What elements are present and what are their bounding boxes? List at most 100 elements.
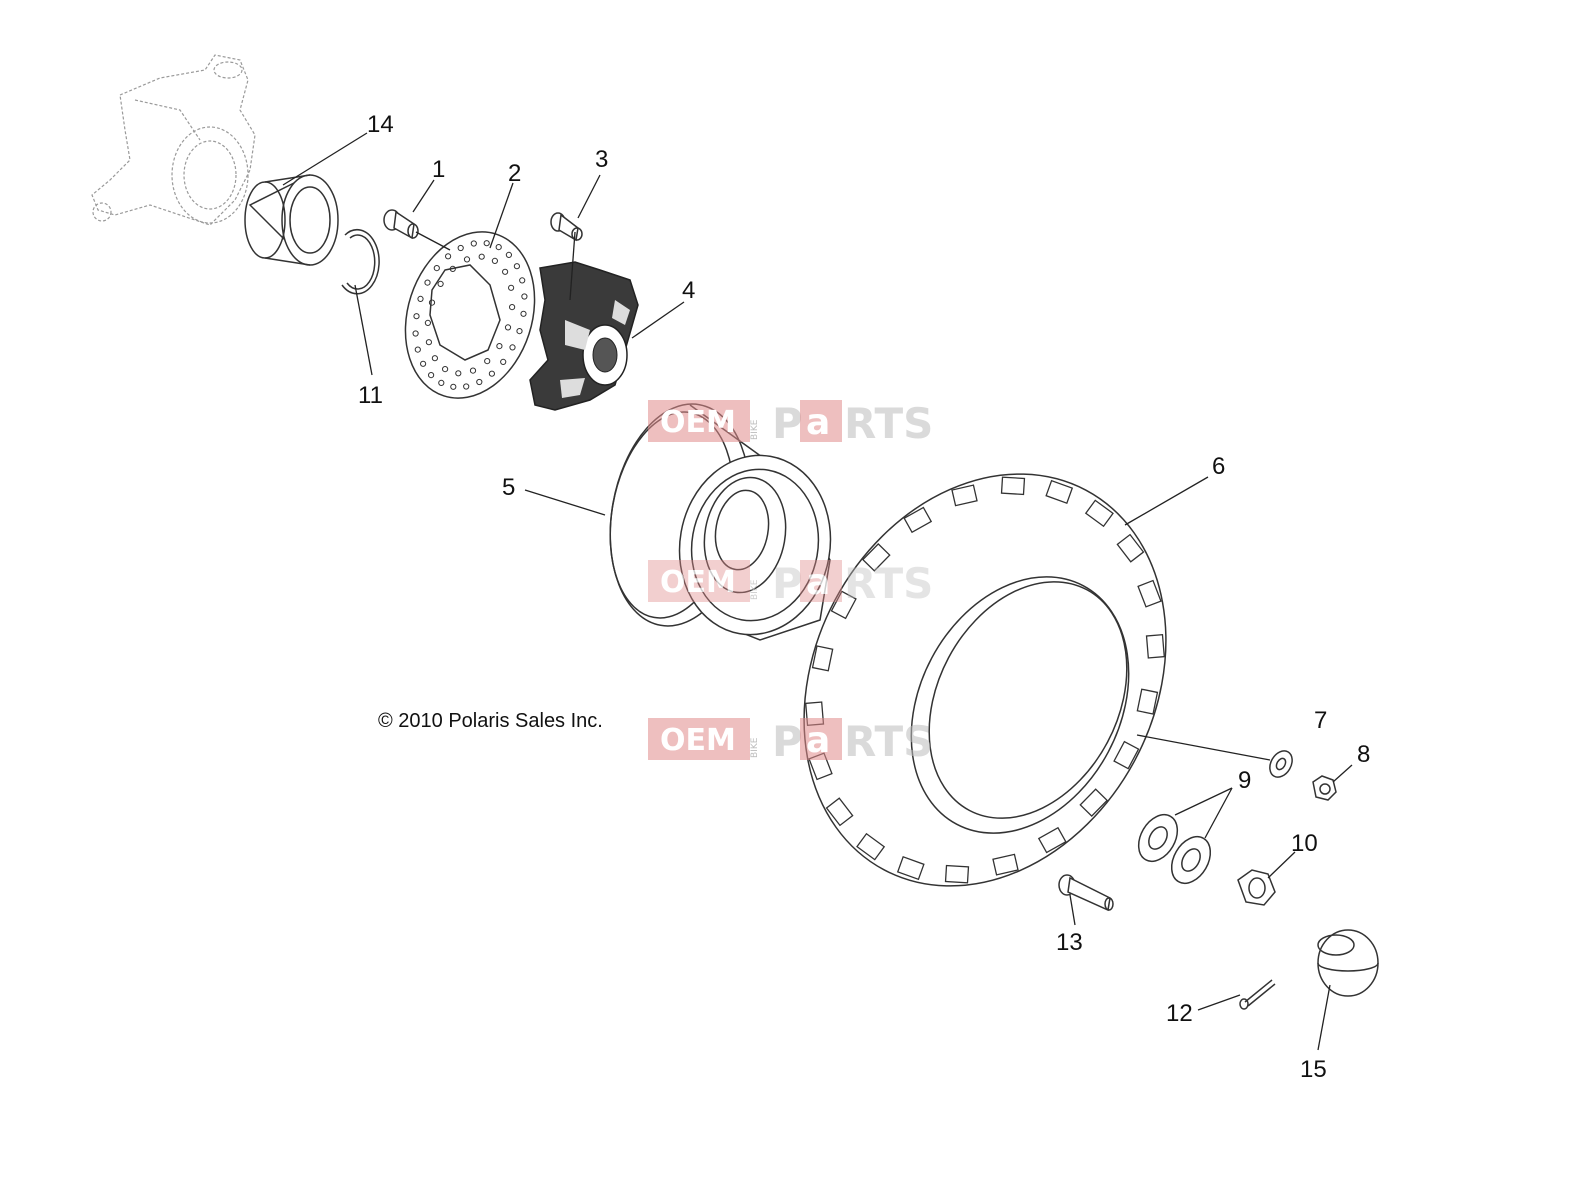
disc-hole: [519, 277, 526, 284]
tread-block: [830, 590, 857, 620]
callout-7: 7: [1314, 707, 1327, 734]
tread-block: [1079, 788, 1109, 817]
callout-4: 4: [682, 277, 695, 304]
disc-hole: [413, 313, 420, 320]
watermark-a-text: a: [806, 402, 830, 443]
disc-hole: [484, 358, 491, 365]
disc-hole: [520, 310, 527, 317]
wheel-bearing: [244, 174, 339, 266]
disc-hole: [476, 378, 483, 386]
watermark-bike-text: BIKE: [750, 737, 760, 758]
cotter-pin: [1239, 979, 1276, 1010]
callout-10: 10: [1291, 830, 1318, 857]
callout-11: 11: [358, 382, 383, 409]
watermark-2: OEM BIKE P a RTS: [648, 559, 933, 608]
disc-hole: [424, 319, 431, 326]
disc-hole: [457, 244, 464, 252]
callout-3: 3: [595, 146, 608, 173]
disc-hole: [437, 280, 444, 287]
tread-block: [861, 543, 891, 572]
brake-disc-holes: [412, 240, 528, 390]
watermark-oem-text: OEM: [660, 723, 736, 758]
disc-hole: [496, 343, 503, 350]
disc-hole: [424, 279, 431, 286]
tread-block: [811, 645, 834, 672]
watermark-p-text: P: [772, 559, 803, 608]
disc-hole: [463, 256, 471, 263]
watermark-rts-text: RTS: [844, 399, 933, 448]
leader-lines: [282, 132, 1353, 1051]
hub-bolt: [550, 212, 583, 242]
disc-hole: [417, 295, 424, 302]
tread-block: [951, 484, 978, 507]
watermark-bike-text: BIKE: [750, 419, 760, 440]
callout-14: 14: [367, 111, 394, 138]
tread-block: [1137, 579, 1162, 608]
disc-hole: [442, 366, 449, 373]
callout-12: 12: [1166, 1000, 1193, 1027]
watermark-3: OEM BIKE P a RTS: [648, 717, 933, 766]
disc-hole: [420, 360, 427, 367]
callout-1: 1: [432, 156, 445, 183]
disc-hole: [521, 293, 528, 300]
copyright-text: © 2010 Polaris Sales Inc.: [378, 710, 603, 732]
disc-hole: [438, 379, 445, 386]
callout-5: 5: [502, 474, 515, 501]
disc-hole: [495, 244, 502, 251]
disc-hole: [449, 265, 456, 272]
disc-hole: [508, 284, 515, 291]
watermark-a-text: a: [806, 562, 830, 603]
tire-tread-blocks: [805, 476, 1165, 884]
tread-block: [1145, 633, 1165, 659]
disc-hole: [450, 383, 457, 390]
disc-hole: [516, 328, 523, 335]
tread-block: [1116, 533, 1145, 563]
wheel-hub: [529, 261, 639, 411]
spindle-washers: [1137, 813, 1212, 885]
disc-hole: [428, 372, 435, 379]
tread-block: [1113, 740, 1140, 770]
callout-15: 15: [1300, 1056, 1327, 1083]
wheel-rim: [609, 403, 832, 641]
steering-knuckle: [91, 54, 256, 226]
disc-hole: [433, 265, 440, 272]
callout-13: 13: [1056, 929, 1083, 956]
tread-block: [1037, 826, 1067, 854]
hub-cap: [1317, 929, 1379, 997]
tread-block: [944, 864, 970, 884]
callout-labels: 14 1 2 3 4 5 6 7 8 9 10 11 12 13 15: [358, 111, 1370, 1083]
washer: [1269, 750, 1293, 778]
disc-hole: [445, 253, 452, 260]
tread-block: [1136, 688, 1159, 715]
watermark-oem-text: OEM: [660, 405, 736, 440]
disc-hole: [478, 253, 485, 260]
watermark-a-text: a: [806, 720, 830, 761]
tread-block: [896, 856, 925, 881]
disc-hole: [412, 330, 419, 337]
disc-hole: [500, 358, 507, 365]
callout-2: 2: [508, 160, 521, 187]
brake-disc: [404, 231, 536, 399]
tread-block: [903, 506, 933, 534]
disc-hole: [469, 367, 477, 374]
disc-hole: [508, 304, 516, 311]
disc-hole: [470, 240, 477, 247]
callout-9: 9: [1238, 767, 1251, 794]
brake-disc-screw: [383, 209, 419, 240]
callout-8: 8: [1357, 741, 1370, 768]
tread-block: [1000, 476, 1026, 496]
watermark-p-text: P: [772, 399, 803, 448]
tread-block: [856, 832, 886, 861]
disc-hole: [414, 346, 421, 353]
tread-block: [1084, 499, 1114, 528]
disc-hole: [504, 324, 512, 331]
snap-ring: [341, 228, 380, 295]
watermark-1: OEM BIKE P a RTS: [648, 399, 933, 448]
disc-hole: [488, 370, 495, 377]
tread-block: [992, 853, 1019, 876]
watermark-rts-text: RTS: [844, 717, 933, 766]
tread-block: [1045, 479, 1074, 504]
disc-hole: [455, 370, 462, 377]
tread-block: [825, 797, 854, 827]
